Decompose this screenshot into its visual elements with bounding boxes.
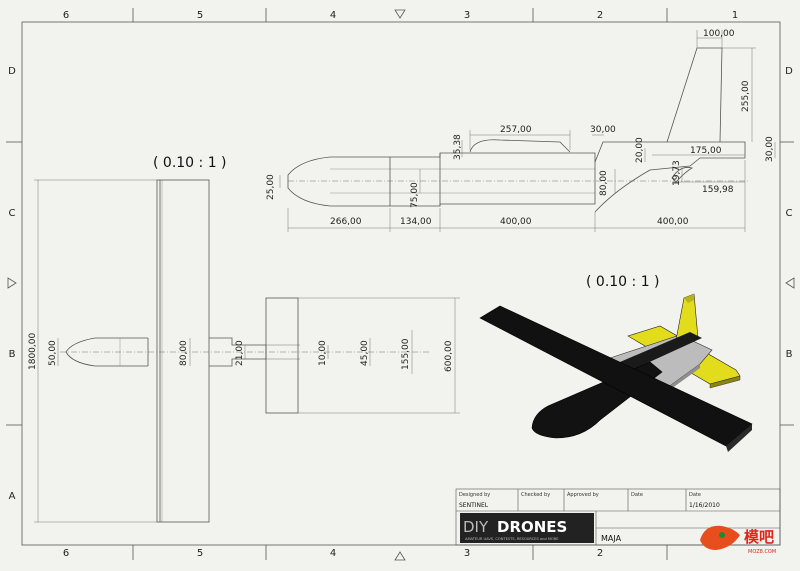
dim-nose-width: 50,00 (48, 340, 58, 366)
title-logo-bg (460, 513, 594, 543)
title-block (455, 488, 781, 546)
col-label: 4 (330, 548, 336, 559)
side-view-dim-lines (279, 30, 776, 232)
dim-fuse-width: 80,00 (179, 340, 189, 366)
row-label: B (786, 349, 793, 360)
col-label: 6 (63, 10, 69, 21)
row-labels-left: D C B A (8, 66, 16, 502)
watermark-url: MOZ8.COM (748, 549, 776, 555)
watermark-text: 模吧 (744, 528, 774, 546)
top-h-stab (265, 297, 299, 414)
col-label: 3 (464, 10, 470, 21)
dim-body-75: 75,00 (410, 182, 420, 208)
title-block-text: Designed by SENTINEL Checked by Approved… (459, 492, 720, 543)
part-name: MAJA (601, 534, 622, 543)
date-label-2: Date (689, 492, 701, 498)
top-view-dim-lines (34, 179, 460, 523)
side-view (287, 47, 750, 213)
side-view-dimensions: 100,00 255,00 257,00 35,38 30,00 20,00 1… (266, 29, 775, 227)
dim-tail-length: 175,00 (690, 146, 722, 156)
dim-canopy-height: 35,38 (453, 134, 463, 160)
dim-boom-45: 45,00 (360, 340, 370, 366)
side-tail-boom (594, 141, 746, 213)
iso-view (479, 293, 753, 452)
date-label-1: Date (631, 492, 643, 498)
logo-diy: DIY (463, 518, 489, 536)
col-label: 6 (63, 548, 69, 559)
row-label: C (786, 208, 793, 219)
site-watermark: 模吧 MOZ8.COM (700, 525, 776, 555)
col-label: 4 (330, 10, 336, 21)
logo-tagline: AMATEUR UAVS, CONTESTS, RESOURCES and MO… (465, 537, 559, 541)
col-label: 2 (597, 10, 603, 21)
row-label: C (9, 208, 16, 219)
col-label: 5 (197, 548, 203, 559)
dim-step-30: 30,00 (590, 125, 616, 135)
designed-by-label: Designed by (459, 492, 490, 498)
dim-tail-chord: 159,98 (702, 185, 734, 195)
side-vertical-fin (666, 47, 723, 143)
dim-body-80: 80,00 (599, 170, 609, 196)
sheet-border (6, 8, 795, 561)
top-view-dimensions: 1800,00 50,00 80,00 21,00 10,00 45,00 15… (28, 333, 454, 372)
date-value: 1/16/2010 (689, 502, 720, 509)
top-wing (156, 179, 210, 523)
dim-section2: 134,00 (400, 217, 432, 227)
side-canopy (469, 139, 571, 153)
row-label: D (785, 66, 793, 77)
dim-boom-height: 20,00 (635, 137, 645, 163)
row-label: A (9, 491, 16, 502)
dim-stab-span: 600,00 (444, 340, 454, 372)
designed-by: SENTINEL (459, 502, 489, 509)
column-labels-bottom: 6 5 4 3 2 (63, 548, 603, 559)
top-view-scale: ( 0.10 : 1 ) (153, 155, 227, 171)
dim-canopy-length: 257,00 (500, 125, 532, 135)
col-label: 1 (732, 10, 738, 21)
dim-tail-section: 400,00 (657, 217, 689, 227)
dim-fin-top-width: 100,00 (703, 29, 735, 39)
row-labels-right: D C B (785, 66, 793, 360)
dim-boom-10: 10,00 (318, 340, 328, 366)
logo-drones: DRONES (497, 518, 567, 536)
row-label: D (8, 66, 16, 77)
bird-logo-icon (700, 525, 740, 550)
checked-by-label: Checked by (521, 492, 550, 498)
column-labels-top: 6 5 4 3 2 1 (63, 10, 738, 21)
dim-fin-height: 255,00 (741, 80, 751, 112)
side-fuselage (390, 152, 596, 207)
dim-tail-drop: 19,73 (672, 160, 682, 186)
iso-view-scale: ( 0.10 : 1 ) (586, 274, 660, 290)
col-label: 5 (197, 10, 203, 21)
row-label: B (9, 349, 16, 360)
dim-nose-height: 25,00 (266, 174, 276, 200)
dim-wingspan: 1800,00 (28, 333, 38, 370)
dim-section3: 400,00 (500, 217, 532, 227)
side-nose (287, 156, 390, 207)
approved-by-label: Approved by (567, 492, 599, 498)
col-label: 2 (597, 548, 603, 559)
dim-stab-chord: 155,00 (401, 338, 411, 370)
col-label: 3 (464, 548, 470, 559)
side-h-stab (671, 167, 694, 183)
dim-nose-length: 266,00 (330, 217, 362, 227)
dim-tail-30: 30,00 (765, 136, 775, 162)
dim-boom-width: 21,00 (235, 340, 245, 366)
